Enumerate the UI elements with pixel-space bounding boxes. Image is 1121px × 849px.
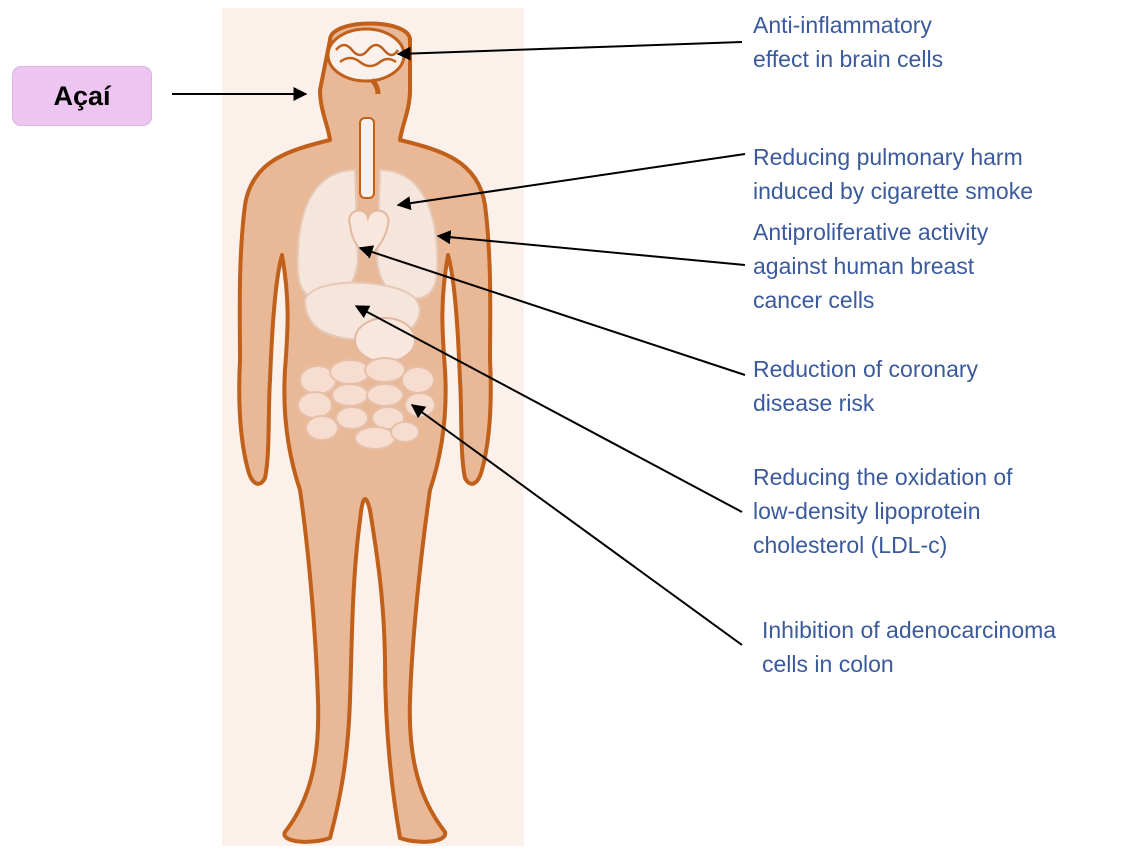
arrow-colon	[412, 405, 742, 645]
effect-label-lungs: Reducing pulmonary harm induced by cigar…	[753, 140, 1033, 208]
arrow-brain	[398, 42, 742, 54]
effect-label-heart: Reduction of coronary disease risk	[753, 352, 978, 420]
trachea	[360, 118, 374, 198]
effect-label-breast: Antiproliferative activity against human…	[753, 215, 988, 317]
acai-badge: Açaí	[12, 66, 152, 126]
effect-label-liver: Reducing the oxidation of low-density li…	[753, 460, 1013, 562]
effect-label-colon: Inhibition of adenocarcinoma cells in co…	[762, 613, 1056, 681]
effect-label-brain: Anti-inflammatory effect in brain cells	[753, 8, 943, 76]
